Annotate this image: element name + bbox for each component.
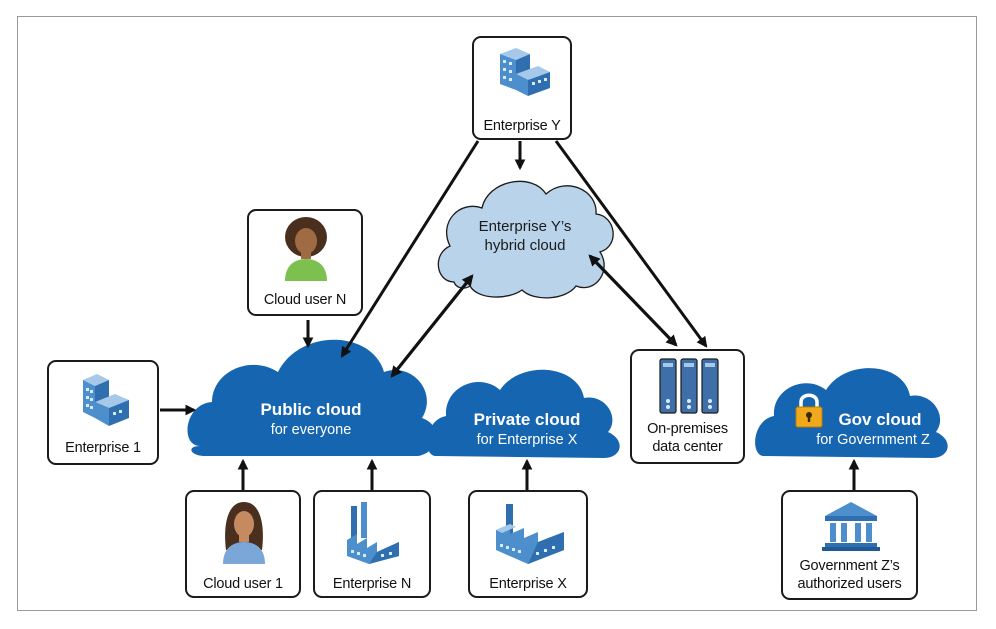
gov-cloud-subtitle: for Government Z — [816, 432, 930, 448]
arrow-enterprise-y-to-datacenter — [554, 140, 708, 348]
on-premises-label-line1: On-premises — [647, 421, 728, 437]
public-cloud-title: Public cloud — [260, 400, 362, 419]
enterprise-y-node: Enterprise Y — [472, 36, 572, 140]
private-cloud-label: Private cloud for Enterprise X — [446, 410, 608, 450]
gov-cloud-shape — [755, 368, 948, 458]
padlock-icon — [795, 393, 823, 428]
enterprise-x-node: Enterprise X — [468, 490, 588, 598]
server-rack-icon — [659, 358, 719, 414]
enterprise-x-label: Enterprise X — [489, 576, 567, 592]
person-icon — [285, 217, 327, 281]
private-cloud-title: Private cloud — [473, 410, 581, 429]
arrow-hybrid-public — [390, 274, 474, 378]
public-cloud-shape — [187, 339, 437, 456]
enterprise-n-label: Enterprise N — [332, 576, 412, 592]
gov-cloud-title: Gov cloud — [838, 410, 922, 429]
on-premises-data-center-node: On-premises data center — [630, 349, 745, 464]
diagram-frame — [17, 16, 977, 611]
private-cloud-subtitle: for Enterprise X — [476, 432, 578, 448]
factory-icon — [347, 502, 399, 564]
gov-cloud-label: Gov cloud for Government Z — [800, 410, 946, 450]
enterprise-1-node: Enterprise 1 — [47, 360, 159, 465]
arrow-hybrid-datacenter — [588, 254, 678, 347]
office-building-icon — [500, 48, 550, 96]
factory-icon — [496, 504, 564, 564]
government-users-label-line2: authorized users — [797, 576, 902, 592]
hybrid-cloud-shape — [437, 180, 614, 299]
enterprise-n-node: Enterprise N — [313, 490, 431, 598]
person-icon — [223, 502, 265, 564]
enterprise-y-label: Enterprise Y — [483, 118, 561, 134]
cloud-user-n-label: Cloud user N — [263, 292, 347, 308]
enterprise-1-label: Enterprise 1 — [65, 440, 141, 456]
public-cloud-subtitle: for everyone — [270, 422, 352, 438]
hybrid-cloud-line2: hybrid cloud — [484, 237, 566, 254]
government-building-icon — [822, 502, 880, 551]
office-building-icon — [83, 374, 129, 426]
public-cloud-label: Public cloud for everyone — [236, 400, 386, 440]
on-premises-label-line2: data center — [652, 439, 723, 455]
government-users-label-line1: Government Z’s — [799, 558, 900, 574]
arrow-enterprise-y-to-public — [340, 140, 480, 358]
cloud-user-1-label: Cloud user 1 — [203, 576, 283, 592]
government-users-node: Government Z’s authorized users — [781, 490, 918, 600]
private-cloud-shape — [427, 369, 620, 458]
hybrid-cloud-line1: Enterprise Y’s — [478, 218, 572, 235]
cloud-user-n-node: Cloud user N — [247, 209, 363, 316]
hybrid-cloud-label: Enterprise Y’s hybrid cloud — [460, 217, 590, 255]
cloud-user-1-node: Cloud user 1 — [185, 490, 301, 598]
